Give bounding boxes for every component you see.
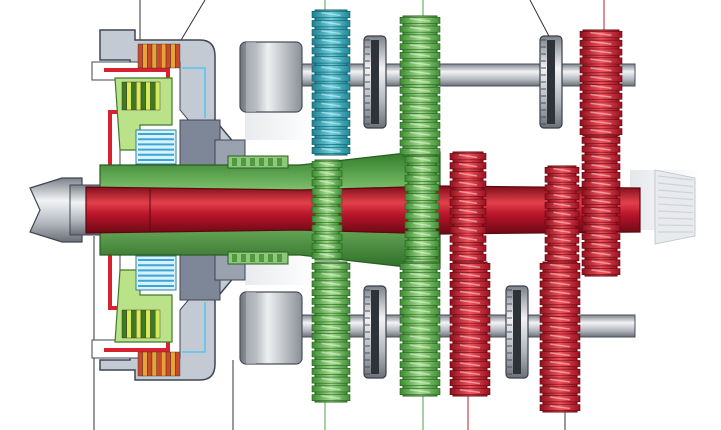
green-gear	[311, 261, 351, 403]
synchronizer	[363, 35, 387, 129]
clutch-plate	[165, 351, 171, 377]
clutch-plate	[147, 351, 153, 377]
return-spring	[135, 129, 177, 165]
clutch-plate	[156, 43, 162, 69]
clutch-plate	[131, 81, 137, 111]
clutch-plate	[151, 351, 157, 377]
return-spring	[135, 255, 177, 291]
clutch-plate	[131, 309, 137, 339]
clutch-plate	[121, 81, 127, 111]
green-gear	[399, 15, 441, 157]
clutch-plate	[155, 81, 161, 111]
red-gear	[449, 261, 491, 397]
clutch-plate	[142, 351, 148, 377]
final-drive-gear	[654, 169, 696, 245]
clutch-plate	[140, 309, 146, 339]
clutch-plate	[137, 351, 143, 377]
clutch-plate	[175, 43, 181, 69]
clutch-plate	[145, 309, 151, 339]
shaft-spline	[232, 254, 282, 262]
clutch-plate	[161, 43, 167, 69]
clutch-plate	[121, 309, 127, 339]
clutch-plate	[150, 81, 156, 111]
inner-input-shaft	[85, 185, 641, 235]
clutch-plate	[170, 43, 176, 69]
synchronizer	[505, 285, 529, 379]
clutch-plate	[150, 309, 156, 339]
green-gear	[404, 154, 440, 268]
synchronizer	[539, 35, 563, 129]
final-drive-teeth	[657, 175, 694, 233]
clutch-plate-pack	[121, 81, 161, 111]
clutch-plate	[170, 351, 176, 377]
red-gear	[544, 165, 580, 263]
gear-set	[311, 9, 623, 413]
clutch-plate	[126, 309, 132, 339]
red-gear	[579, 29, 623, 137]
red-gear	[539, 261, 581, 413]
clutch-plate	[140, 81, 146, 111]
clutch-plate	[136, 309, 142, 339]
teal-gear	[311, 9, 351, 156]
clutch-plate	[147, 43, 153, 69]
clutch-plate	[142, 43, 148, 69]
clutch-plate	[161, 351, 167, 377]
clutch-plate	[155, 309, 161, 339]
clutch-plate	[151, 43, 157, 69]
synchronizer	[363, 285, 387, 379]
clutch-plate	[165, 43, 171, 69]
clutch-plate-pack	[137, 43, 181, 69]
clutch-plate	[156, 351, 162, 377]
green-gear	[311, 159, 343, 261]
clutch-plate-pack	[121, 309, 161, 339]
shaft-spline	[232, 158, 282, 166]
green-gear	[399, 261, 441, 397]
clutch-plate	[145, 81, 151, 111]
clutch-plate	[175, 351, 181, 377]
clutch-plate-pack	[137, 351, 181, 377]
red-gear	[449, 151, 487, 263]
red-gear	[581, 135, 621, 277]
clutch-plate	[136, 81, 142, 111]
clutch-plate	[137, 43, 143, 69]
synchronizers	[363, 35, 563, 379]
leader-line	[529, 0, 552, 41]
clutch-packs	[114, 43, 181, 377]
clutch-plate	[126, 81, 132, 111]
